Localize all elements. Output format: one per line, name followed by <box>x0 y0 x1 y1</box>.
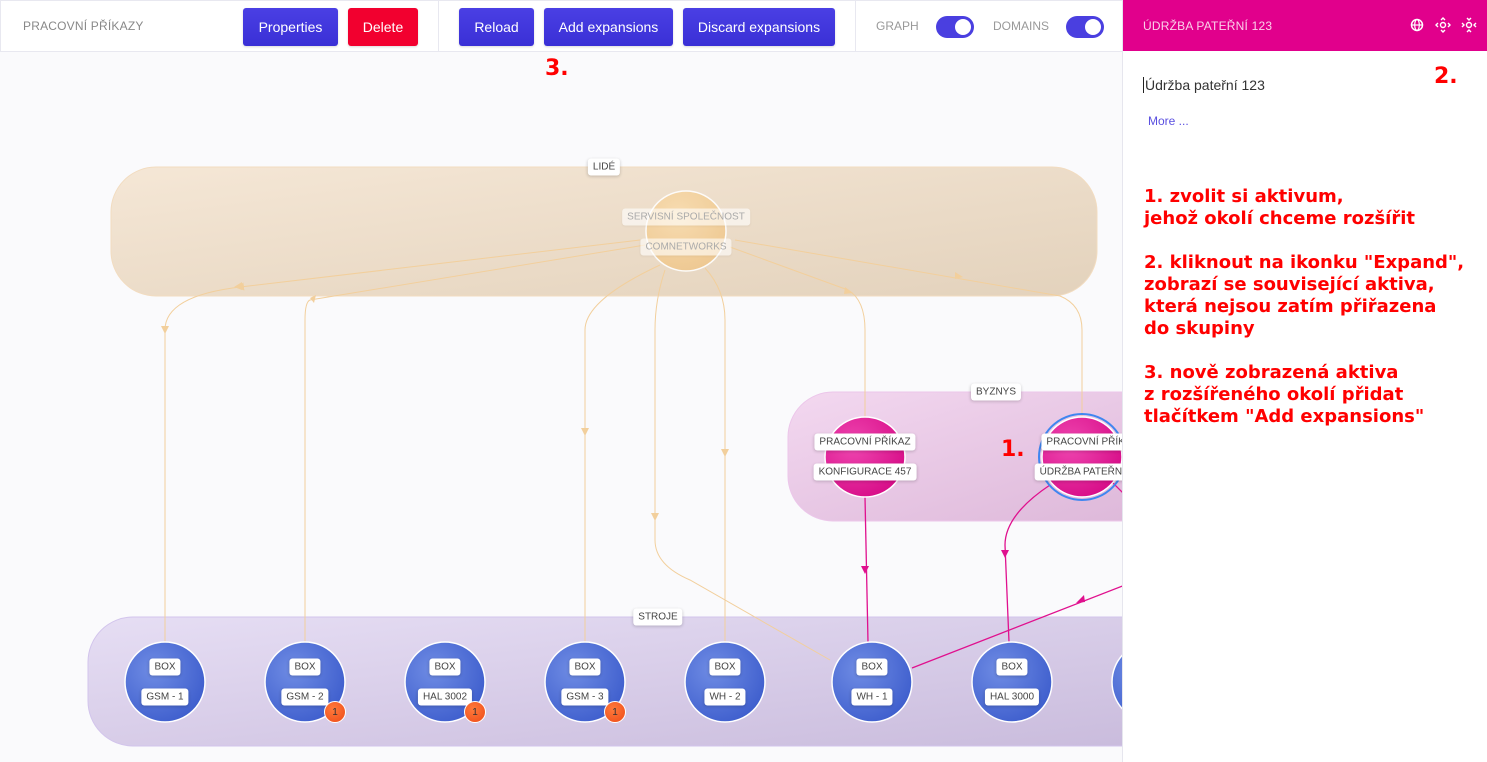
node-wh-2[interactable] <box>684 641 766 723</box>
node-hal-3000[interactable] <box>971 641 1053 723</box>
node-type-label: PRACOVNÍ PŘÍKAZ <box>1041 433 1122 451</box>
annotation-marker-3: 3. <box>545 56 569 81</box>
asset-name-field[interactable]: Údržba pateřní 123 <box>1143 77 1265 93</box>
discard-expansions-button[interactable]: Discard expansions <box>683 8 835 46</box>
node-name-label: HAL 3002 <box>417 688 473 706</box>
edge <box>304 244 646 642</box>
node-name-label: GSM - 1 <box>141 688 189 706</box>
arrow <box>651 513 659 521</box>
node-comnetworks[interactable] <box>645 190 727 272</box>
toggle-knob <box>955 19 971 35</box>
instruction-step-1: 1. zvolit si aktivum, jehož okolí chceme… <box>1144 186 1415 229</box>
count-badge: 1 <box>464 701 486 723</box>
toolbar-title: PRACOVNÍ PŘÍKAZY <box>23 19 144 33</box>
arrow <box>1076 595 1085 603</box>
node-type-label: BOX <box>996 658 1028 676</box>
arrow <box>581 428 589 436</box>
node-type-label: PRACOVNÍ PŘÍKAZ <box>814 433 916 451</box>
add-expansions-button[interactable]: Add expansions <box>544 8 673 46</box>
graph-toggle[interactable] <box>936 16 974 38</box>
edge <box>584 264 661 642</box>
node-name-label: GSM - 2 <box>281 688 329 706</box>
node-type-label: SERVISNÍ SPOLEČNOST <box>622 208 750 226</box>
instructions: 1. zvolit si aktivum, jehož okolí chceme… <box>1144 186 1464 450</box>
node-partial[interactable] <box>1111 642 1122 722</box>
instruction-step-3: 3. nově zobrazená aktiva z rozšířeného o… <box>1144 362 1425 427</box>
instruction-step-2: 2. kliknout na ikonku "Expand", zobrazí … <box>1144 252 1465 339</box>
delete-button[interactable]: Delete <box>348 8 418 46</box>
reload-button[interactable]: Reload <box>459 8 534 46</box>
details-panel: ÚDRŽBA PATEŘNÍ 123 Údržba pateřní 123 Mo… <box>1122 0 1487 762</box>
graph-toggle-label: GRAPH <box>876 19 919 33</box>
expand-icon[interactable] <box>1461 17 1477 33</box>
group-label-byznys: BYZNYS <box>970 383 1022 401</box>
node-type-label: BOX <box>709 658 741 676</box>
node-udrzba-123[interactable] <box>1041 416 1122 498</box>
node-type-label: BOX <box>289 658 321 676</box>
node-name-label: ÚDRŽBA PATEŘNÍ 123 <box>1034 463 1122 481</box>
edge <box>734 239 1083 417</box>
arrow <box>721 449 729 457</box>
toolbar-divider <box>438 1 439 52</box>
annotation-marker-2: 2. <box>1434 64 1458 89</box>
node-name-label: HAL 3000 <box>984 688 1040 706</box>
node-konfigurace-457[interactable] <box>824 416 906 498</box>
node-name-label: KONFIGURACE 457 <box>813 463 917 481</box>
domains-toggle[interactable] <box>1066 16 1104 38</box>
arrow <box>955 272 963 279</box>
group-label-stroje: STROJE <box>633 608 683 626</box>
order-edge-arrows <box>861 550 1085 603</box>
node-type-label: BOX <box>856 658 888 676</box>
annotation-marker-1: 1. <box>1001 437 1025 462</box>
group-label-lide: LIDÉ <box>587 158 621 176</box>
arrow <box>861 566 869 574</box>
panel-title: ÚDRŽBA PATEŘNÍ 123 <box>1143 18 1273 33</box>
edge <box>1004 484 1051 643</box>
properties-button[interactable]: Properties <box>243 8 338 46</box>
graph-canvas[interactable]: LIDÉ BYZNYS STROJE SERVISNÍ SPOLEČNOST C… <box>0 52 1122 762</box>
node-wh-1[interactable] <box>831 641 913 723</box>
graph-svg <box>87 166 1122 747</box>
toolbar: PRACOVNÍ PŘÍKAZY Properties Delete Reloa… <box>0 0 1122 52</box>
edge <box>654 269 831 661</box>
node-name-label: WH - 1 <box>851 688 893 706</box>
toolbar-divider <box>855 1 856 52</box>
globe-icon[interactable] <box>1409 17 1425 33</box>
arrow <box>234 282 242 290</box>
arrow <box>1001 550 1009 558</box>
node-type-label: BOX <box>429 658 461 676</box>
company-edge-arrows <box>234 272 963 521</box>
node-name-label: COMNETWORKS <box>640 238 732 256</box>
edge <box>704 267 726 642</box>
focus-icon[interactable] <box>1435 17 1451 33</box>
edge <box>161 239 641 642</box>
node-udrzba-123-selection-ring <box>1038 413 1122 501</box>
panel-header: ÚDRŽBA PATEŘNÍ 123 <box>1123 0 1487 51</box>
arrow <box>310 295 316 303</box>
node-gsm-1[interactable] <box>124 641 206 723</box>
edge <box>911 585 1122 669</box>
count-badge: 1 <box>324 701 346 723</box>
arrow <box>844 287 853 294</box>
more-link[interactable]: More ... <box>1148 114 1189 128</box>
node-name-label: WH - 2 <box>704 688 746 706</box>
count-badge: 1 <box>604 701 626 723</box>
node-type-label: BOX <box>149 658 181 676</box>
node-name-label: GSM - 3 <box>561 688 609 706</box>
toggle-knob <box>1085 19 1101 35</box>
domains-toggle-label: DOMAINS <box>993 19 1050 33</box>
node-type-label: BOX <box>569 658 601 676</box>
